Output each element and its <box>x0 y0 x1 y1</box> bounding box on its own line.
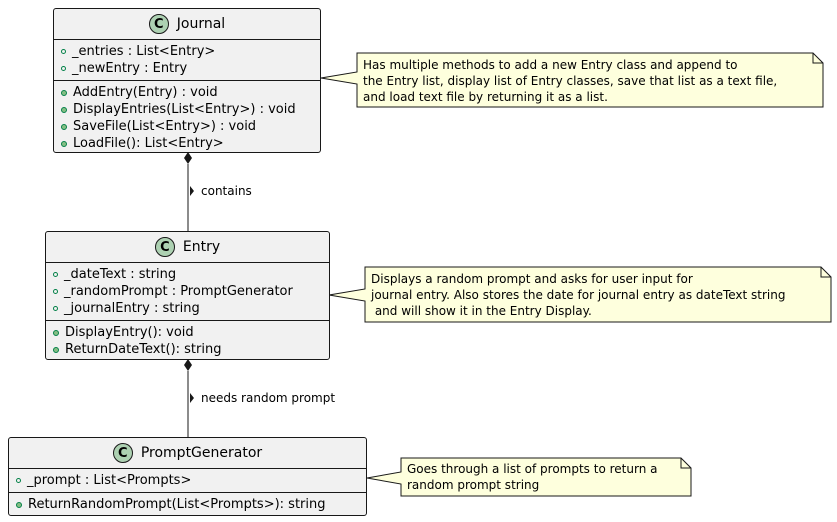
note-entry-fold <box>820 267 831 278</box>
class-name: Journal <box>176 16 226 32</box>
attributes-section: _prompt : List<Prompts> <box>9 469 366 493</box>
method-text: ReturnRandomPrompt(List<Prompts>): strin… <box>28 497 326 512</box>
attribute: _entries : List<Entry> <box>61 43 320 60</box>
methods-section: ReturnRandomPrompt(List<Prompts>): strin… <box>9 493 366 516</box>
attribute-text: _prompt : List<Prompts> <box>27 473 192 488</box>
attribute-text: _journalEntry : string <box>64 301 200 316</box>
public-field-icon <box>61 49 66 54</box>
attributes-section: _entries : List<Entry> _newEntry : Entry <box>54 40 320 81</box>
class-entry[interactable]: C Entry _dateText : string _randomPrompt… <box>45 231 330 360</box>
public-method-icon <box>61 123 67 130</box>
class-name: PromptGenerator <box>140 445 263 461</box>
public-method-icon <box>53 329 59 336</box>
attribute-text: _randomPrompt : PromptGenerator <box>64 284 293 299</box>
public-field-icon <box>16 478 21 483</box>
attributes-section: _dateText : string _randomPrompt : Promp… <box>46 263 329 321</box>
public-method-icon <box>16 501 22 508</box>
note-journal <box>320 52 824 108</box>
note-prompt-fold <box>680 458 691 469</box>
public-field-icon <box>53 306 58 311</box>
attribute-text: _newEntry : Entry <box>72 61 188 76</box>
method-text: AddEntry(Entry) : void <box>73 85 218 100</box>
attribute: _dateText : string <box>53 266 329 283</box>
class-journal[interactable]: C Journal _entries : List<Entry> _newEnt… <box>53 8 321 153</box>
method-text: DisplayEntry(): void <box>65 325 194 340</box>
relation-arrow-needs <box>190 393 194 403</box>
class-c-icon: C <box>148 14 169 34</box>
method: LoadFile(): List<Entry> <box>61 135 320 152</box>
attribute: _newEntry : Entry <box>61 60 320 77</box>
composition-diamond-journal <box>184 152 192 164</box>
class-prompt-generator[interactable]: C PromptGenerator _prompt : List<Prompts… <box>8 437 367 516</box>
composition-diamond-entry <box>184 359 192 371</box>
note-entry-text: Displays a random prompt and asks for us… <box>371 272 786 318</box>
public-field-icon <box>53 289 58 294</box>
note-journal-text: Has multiple methods to add a new Entry … <box>363 58 778 104</box>
attribute-text: _dateText : string <box>64 267 177 282</box>
method: ReturnRandomPrompt(List<Prompts>): strin… <box>16 496 366 513</box>
method: ReturnDateText(): string <box>53 341 329 358</box>
public-method-icon <box>61 140 67 147</box>
class-header: C PromptGenerator <box>9 438 366 469</box>
attribute: _prompt : List<Prompts> <box>16 472 366 489</box>
class-header: C Entry <box>46 232 329 263</box>
class-c-icon: C <box>112 443 133 463</box>
method-text: SaveFile(List<Entry>) : void <box>73 119 257 134</box>
class-name: Entry <box>182 239 221 255</box>
method: DisplayEntries(List<Entry>) : void <box>61 101 320 118</box>
note-prompt-generator-text: Goes through a list of prompts to return… <box>407 462 658 492</box>
attribute-text: _entries : List<Entry> <box>72 44 216 59</box>
method: DisplayEntry(): void <box>53 324 329 341</box>
method-text: LoadFile(): List<Entry> <box>73 136 224 151</box>
note-prompt-generator <box>366 457 692 497</box>
public-method-icon <box>61 106 67 113</box>
note-entry <box>328 266 832 323</box>
attribute: _journalEntry : string <box>53 300 329 317</box>
class-header: C Journal <box>54 9 320 40</box>
relation-arrow-contains <box>190 186 194 196</box>
attribute: _randomPrompt : PromptGenerator <box>53 283 329 300</box>
public-method-icon <box>53 346 59 353</box>
public-field-icon <box>61 66 66 71</box>
public-field-icon <box>53 272 58 277</box>
relation-label-needs-random-prompt: needs random prompt <box>201 391 336 405</box>
method-text: ReturnDateText(): string <box>65 342 222 357</box>
method-text: DisplayEntries(List<Entry>) : void <box>73 102 296 117</box>
relation-label-contains: contains <box>201 184 252 198</box>
public-method-icon <box>61 89 67 96</box>
method: AddEntry(Entry) : void <box>61 84 320 101</box>
note-journal-fold <box>812 53 823 64</box>
methods-section: DisplayEntry(): void ReturnDateText(): s… <box>46 321 329 361</box>
methods-section: AddEntry(Entry) : void DisplayEntries(Li… <box>54 81 320 155</box>
class-c-icon: C <box>154 237 175 257</box>
method: SaveFile(List<Entry>) : void <box>61 118 320 135</box>
